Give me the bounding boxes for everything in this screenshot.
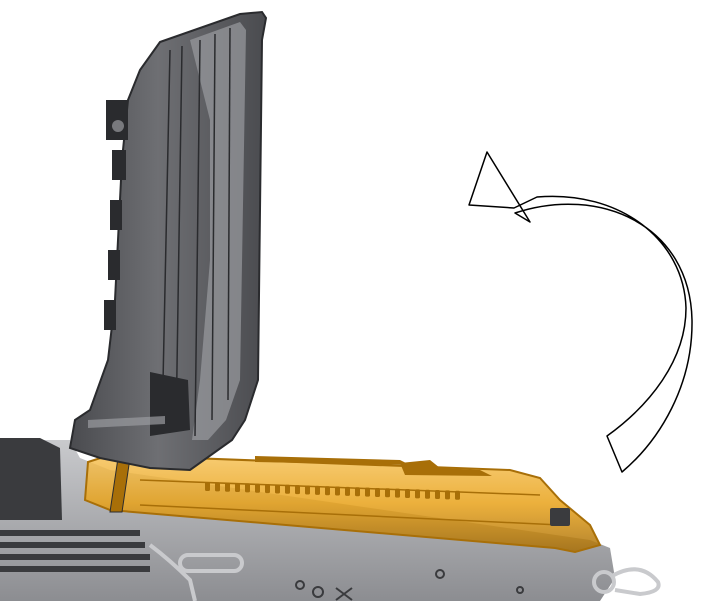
raised-cover-inner-fold	[190, 22, 246, 440]
orange-cover-serrations	[205, 482, 460, 500]
serration-slot	[405, 489, 410, 498]
serration-slot	[445, 490, 450, 500]
serration-slot	[395, 488, 400, 498]
serration-slot	[375, 487, 380, 497]
dust-cover-raised	[68, 10, 268, 472]
raised-cover-ribs	[161, 27, 231, 437]
serration-slot	[225, 482, 230, 492]
raised-cover-side-rail	[104, 100, 128, 330]
serration-slot	[285, 484, 290, 494]
orange-cover-rib-line-2	[139, 504, 561, 526]
serration-slot	[365, 487, 370, 497]
receiver-pin-2	[516, 586, 524, 594]
serration-slot	[275, 484, 280, 494]
serration-slot	[305, 485, 310, 495]
serration-slot	[435, 490, 440, 500]
serration-slot	[455, 490, 460, 500]
receiver-rear-block	[0, 438, 62, 520]
orange-cover-body	[83, 453, 602, 554]
receiver-trigger-guard	[148, 543, 197, 601]
serration-slot	[415, 489, 420, 499]
serration-slot	[255, 483, 260, 493]
receiver-slot	[178, 553, 244, 573]
serration-slot	[205, 482, 210, 491]
dust-cover-closed-highlighted	[83, 453, 602, 554]
receiver-rear-ribs	[0, 530, 150, 572]
serration-slot	[335, 486, 340, 496]
serration-slot	[315, 485, 320, 495]
serration-slot	[235, 483, 240, 493]
receiver-pin	[435, 569, 445, 579]
rear-sight-block	[400, 460, 492, 476]
serration-slot	[425, 489, 430, 499]
rotation-arrow-shape	[468, 151, 693, 473]
raised-cover-hinge-bracket	[150, 372, 190, 436]
selector-cross-mark	[295, 580, 353, 601]
curved-rotation-arrow	[468, 151, 693, 473]
orange-cover-top-rail	[255, 456, 410, 465]
serration-slot	[295, 485, 300, 495]
raised-cover-screw	[112, 120, 124, 132]
raised-cover-band	[88, 416, 165, 428]
serration-slot	[345, 486, 350, 496]
serration-slot	[265, 484, 270, 494]
orange-cover-latch	[550, 508, 570, 526]
serration-slot	[385, 488, 390, 498]
serration-slot	[245, 483, 250, 493]
front-sling-loop	[592, 567, 661, 597]
serration-slot	[325, 486, 330, 496]
orange-cover-rib-line	[139, 479, 541, 496]
serration-slot	[215, 482, 220, 492]
serration-slot	[355, 487, 360, 497]
